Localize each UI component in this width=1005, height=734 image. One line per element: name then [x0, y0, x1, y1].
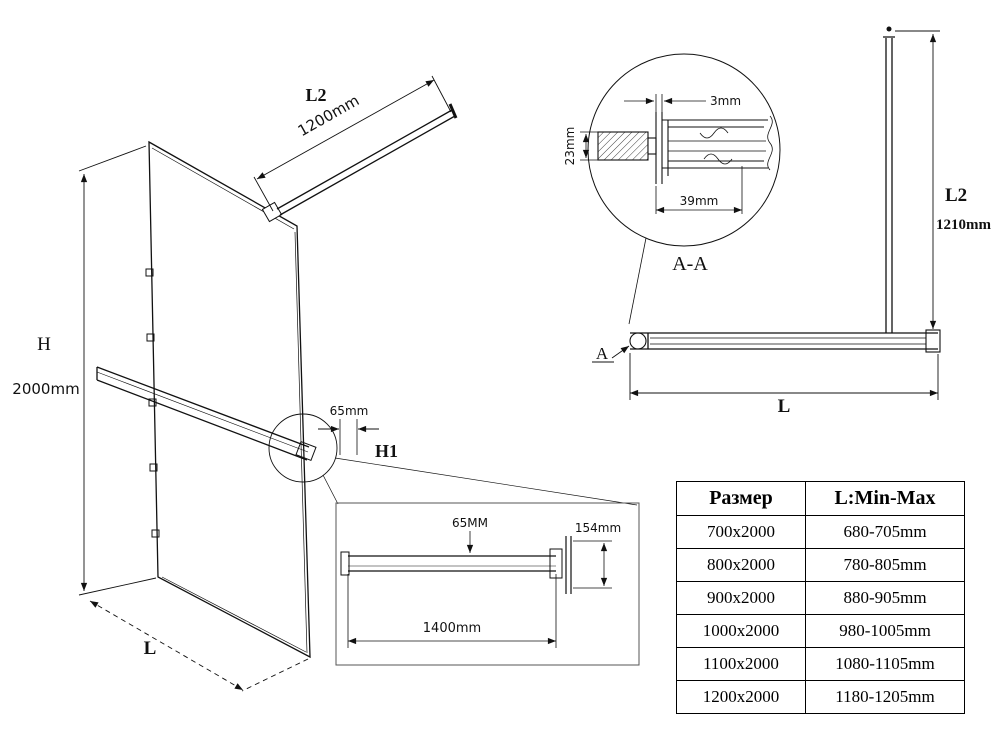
detail-1400-dim: 1400mm	[423, 621, 481, 636]
profile-end-cap	[629, 332, 647, 350]
minmax-header-cell: L:Min-Max	[805, 481, 965, 516]
anchor-bolt-hatched	[597, 131, 649, 161]
section-3mm-dim: 3mm	[710, 94, 741, 108]
h-label: H	[37, 334, 51, 355]
a-leader-arrow	[611, 345, 630, 359]
detail-154-dim: 154mm	[575, 521, 621, 535]
section-leader-line	[628, 237, 647, 325]
size-header-cell: Размер	[676, 481, 806, 516]
support-bar-wall-cap	[448, 103, 458, 119]
bar-65-extension-lines	[339, 419, 358, 455]
l2-top-label: L2	[305, 85, 326, 105]
l-extension-line	[241, 658, 309, 692]
top-view	[592, 26, 941, 400]
towel-bar	[96, 366, 317, 462]
table-row: 1200x2000 1180-1205mm	[676, 680, 965, 714]
detail-leader-lines	[322, 457, 638, 506]
top-view-dimensions	[592, 30, 940, 400]
pole-bracket	[925, 329, 941, 353]
l-bottom-label: L	[144, 638, 157, 659]
glass-panel-edges	[151, 147, 308, 654]
detail-circle	[268, 413, 338, 483]
l2-extension-lines	[253, 75, 452, 212]
minmax-cell: 780-805mm	[805, 548, 965, 582]
table-row: 700x2000 680-705mm	[676, 515, 965, 549]
wall-profile-bar	[629, 329, 941, 353]
detail-box-frame	[335, 502, 640, 666]
size-cell: 1000x2000	[676, 614, 806, 648]
section-dimensions	[580, 94, 743, 214]
table-row: 800x2000 780-805mm	[676, 548, 965, 582]
size-cell: 900x2000	[676, 581, 806, 615]
glass-edge-lines	[565, 536, 572, 594]
iso-view	[96, 103, 638, 659]
glass-panel	[148, 140, 311, 659]
minmax-cell: 980-1005mm	[805, 614, 965, 648]
profile-section	[597, 112, 773, 184]
l-right-label: L	[778, 396, 791, 417]
h-dim: 2000mm	[12, 380, 79, 398]
detail-dimensions	[347, 531, 612, 648]
table-row: 900x2000 880-905mm	[676, 581, 965, 615]
size-cell: 800x2000	[676, 548, 806, 582]
minmax-cell: 1180-1205mm	[805, 680, 965, 714]
support-pole	[883, 26, 895, 333]
table-header-row: Размер L:Min-Max	[676, 481, 965, 516]
l2-dimension-line	[256, 79, 435, 180]
size-cell: 1100x2000	[676, 647, 806, 681]
pole-top-cap	[886, 26, 892, 32]
minmax-cell: 680-705mm	[805, 515, 965, 549]
detail-box-view	[335, 502, 640, 666]
detail-65-dim: 65MM	[452, 516, 488, 530]
a-label: A	[596, 344, 609, 363]
h-extension-lines	[78, 145, 157, 596]
section-23mm-dim: 23mm	[563, 127, 577, 166]
section-detail-view	[580, 53, 781, 325]
l2-right-label: L2	[945, 185, 967, 206]
size-table: Размер L:Min-Max 700x2000 680-705mm 800x…	[676, 481, 965, 714]
size-cell: 1200x2000	[676, 680, 806, 714]
minmax-cell: 1080-1105mm	[805, 647, 965, 681]
bar-glass-bracket	[295, 440, 317, 462]
bar-side-view	[340, 536, 572, 594]
size-cell: 700x2000	[676, 515, 806, 549]
section-title: A-A	[672, 253, 708, 275]
h1-label: H1	[375, 441, 398, 461]
bar-65-dim: 65mm	[330, 404, 369, 418]
l2-right-dim: 1210mm	[936, 217, 991, 233]
wall-brackets	[145, 268, 160, 538]
table-row: 1000x2000 980-1005mm	[676, 614, 965, 648]
glass-break-line	[767, 115, 773, 171]
l-dimension-line	[89, 600, 244, 691]
table-row: 1100x2000 1080-1105mm	[676, 647, 965, 681]
section-39mm-dim: 39mm	[680, 194, 719, 208]
minmax-cell: 880-905mm	[805, 581, 965, 615]
iso-dimensions	[78, 75, 452, 692]
clip-springs	[699, 127, 733, 165]
